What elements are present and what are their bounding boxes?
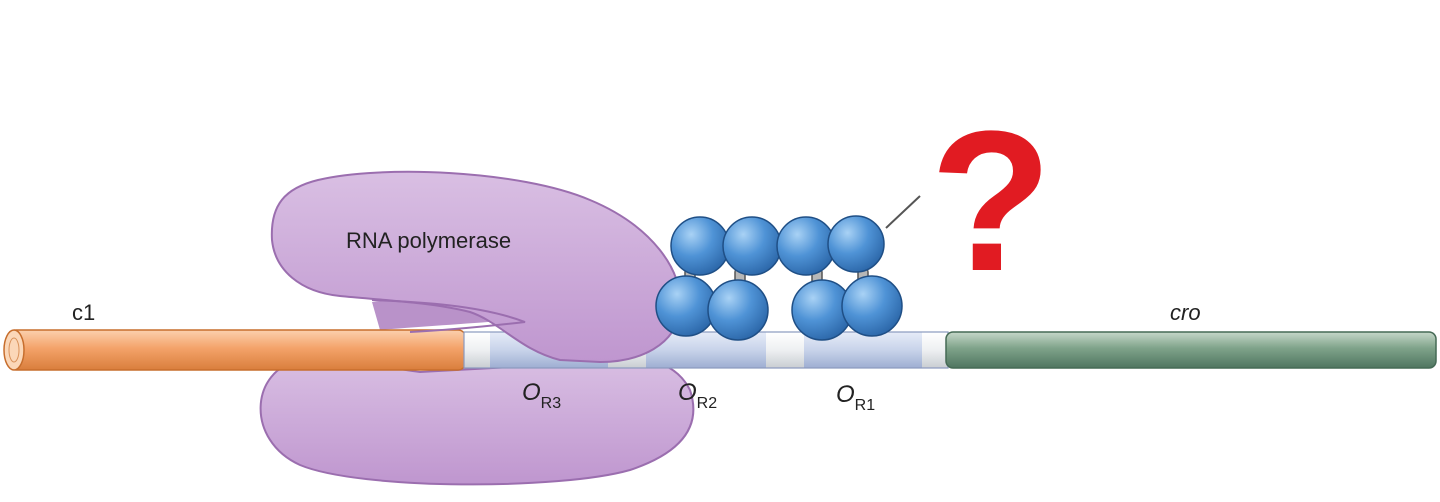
repressor-proteins bbox=[655, 215, 903, 341]
dna-end-cap-inner bbox=[8, 337, 20, 363]
spacer-4 bbox=[922, 332, 948, 368]
question-mark: ? bbox=[930, 90, 1052, 313]
polymerase-label: RNA polymerase bbox=[346, 228, 511, 253]
repressor-n-domain bbox=[707, 279, 769, 341]
c1-gene-label: c1 bbox=[72, 300, 95, 325]
polymerase-upper-lobe bbox=[270, 170, 682, 364]
c1-gene-segment bbox=[7, 329, 467, 371]
dna-end-cap bbox=[3, 329, 25, 371]
cro-gene-segment bbox=[945, 331, 1437, 369]
operator-or3-label: OR3 bbox=[522, 379, 561, 412]
repressor-c-domain bbox=[776, 216, 836, 276]
question-pointer-line bbox=[885, 195, 921, 229]
operator-or2-label: OR2 bbox=[678, 379, 717, 412]
dna-strand bbox=[3, 329, 1437, 371]
cro-gene-label: cro bbox=[1170, 300, 1201, 325]
repressor-c-domain bbox=[827, 215, 885, 273]
repressor-n-domain bbox=[841, 275, 903, 337]
spacer-1 bbox=[464, 332, 490, 368]
repressor-c-domain bbox=[722, 216, 782, 276]
spacer-3 bbox=[766, 332, 804, 368]
polymerase-lower-lobe bbox=[259, 356, 695, 486]
repressor-n-domain bbox=[655, 275, 717, 337]
operator-or1-label: OR1 bbox=[836, 381, 875, 414]
repressor-c-domain bbox=[670, 216, 730, 276]
polymerase-mouth bbox=[371, 299, 526, 333]
